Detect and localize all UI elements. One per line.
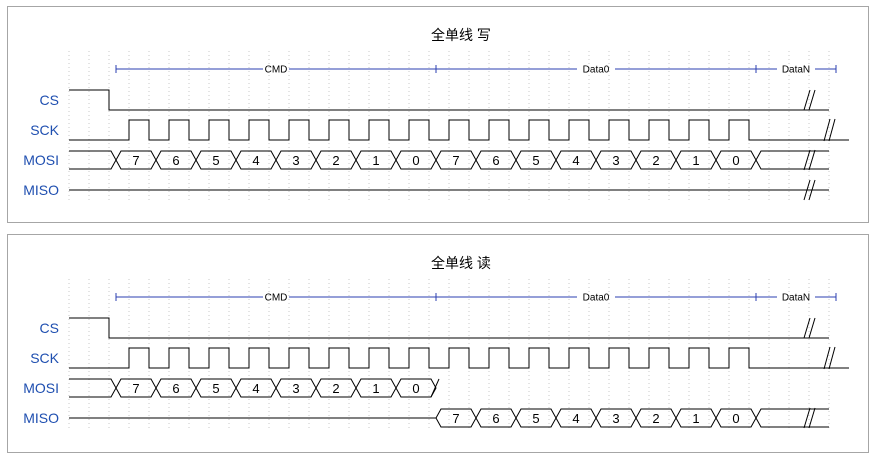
signal-labels: CS SCK MOSI MISO <box>23 320 59 426</box>
break-mark <box>823 118 831 142</box>
cs-waveform <box>69 317 829 339</box>
waveforms: 7 6 5 4 3 2 1 0 7 6 5 4 3 2 1 0 <box>69 89 849 201</box>
mosi-bit-label: 4 <box>252 381 259 396</box>
sck-waveform <box>69 347 849 369</box>
break-mark <box>803 317 811 339</box>
cs-waveform <box>69 89 829 111</box>
miso-bit-label: 2 <box>652 411 659 426</box>
diagram-title: 全单线 写 <box>431 27 491 43</box>
timing-diagram-write: 全单线 写 CMD Data0 DataN CS SCK MOSI MISO 7 6 5 4 3 2… <box>7 6 869 223</box>
mosi-bit-label: 0 <box>412 153 419 168</box>
mosi-bit-label: 4 <box>252 153 259 168</box>
break-mark <box>808 89 816 111</box>
mosi-bit-label: 3 <box>292 153 299 168</box>
mosi-idle <box>69 150 829 170</box>
mosi-bit-label: 3 <box>612 153 619 168</box>
mosi-bit-label: 1 <box>372 381 379 396</box>
break-mark <box>823 346 831 370</box>
signal-label-sck: SCK <box>30 350 59 366</box>
mosi-idle <box>69 378 117 398</box>
break-mark <box>828 346 836 370</box>
segment-label: DataN <box>782 293 810 304</box>
waveform-canvas-read: 全单线 读 CMD Data0 DataN CS SCK MOSI MISO 7 6 5 4 3 2… <box>23 255 849 431</box>
sck-waveform <box>69 119 849 141</box>
mosi-bit-label: 6 <box>172 381 179 396</box>
mosi-bit-label: 2 <box>332 153 339 168</box>
signal-label-sck: SCK <box>30 122 59 138</box>
break-mark <box>808 407 816 429</box>
mosi-bit-label: 1 <box>692 153 699 168</box>
segment-label: CMD <box>265 293 288 304</box>
miso-bit-label: 5 <box>532 411 539 426</box>
mosi-bit-label: 2 <box>332 381 339 396</box>
break-mark <box>808 179 816 201</box>
miso-idle <box>755 408 829 428</box>
mosi-bit-label: 7 <box>452 153 459 168</box>
signal-label-miso: MISO <box>23 182 59 198</box>
break-mark <box>828 118 836 142</box>
mosi-bit-label: 7 <box>132 381 139 396</box>
mosi-bit-label: 5 <box>532 153 539 168</box>
mosi-bit-label: 0 <box>412 381 419 396</box>
segment-bar: CMD Data0 DataN <box>115 293 837 304</box>
mosi-cell <box>395 378 437 398</box>
signal-label-cs: CS <box>40 92 59 108</box>
mosi-bit-label: 2 <box>652 153 659 168</box>
signal-label-cs: CS <box>40 320 59 336</box>
timing-diagram-read: 全单线 读 CMD Data0 DataN CS SCK MOSI MISO 7 6 5 4 3 2… <box>7 234 869 453</box>
segment-bar: CMD Data0 DataN <box>115 65 837 76</box>
break-mark <box>808 317 816 339</box>
break-mark <box>803 149 811 171</box>
segment-label: Data0 <box>583 65 610 76</box>
segment-label: DataN <box>782 65 810 76</box>
mosi-bit-label: 0 <box>732 153 739 168</box>
mosi-bit-label: 4 <box>572 153 579 168</box>
mosi-bit-label: 5 <box>212 153 219 168</box>
signal-labels: CS SCK MOSI MISO <box>23 92 59 198</box>
break-mark <box>803 179 811 201</box>
break-mark <box>803 407 811 429</box>
signal-label-miso: MISO <box>23 410 59 426</box>
signal-label-mosi: MOSI <box>23 380 59 396</box>
mosi-bit-label: 1 <box>372 153 379 168</box>
break-mark <box>808 149 816 171</box>
miso-bit-label: 1 <box>692 411 699 426</box>
mosi-bit-label: 7 <box>132 153 139 168</box>
miso-bit-label: 6 <box>492 411 499 426</box>
segment-label: Data0 <box>583 293 610 304</box>
mosi-bit-label: 5 <box>212 381 219 396</box>
signal-label-mosi: MOSI <box>23 152 59 168</box>
diagram-title: 全单线 读 <box>431 255 491 271</box>
miso-bit-label: 4 <box>572 411 579 426</box>
mosi-tail <box>430 378 440 398</box>
miso-bit-label: 7 <box>452 411 459 426</box>
waveform-canvas-write: 全单线 写 CMD Data0 DataN CS SCK MOSI MISO 7 6 5 4 3 2… <box>23 27 849 203</box>
mosi-bit-label: 6 <box>492 153 499 168</box>
miso-bit-label: 0 <box>732 411 739 426</box>
segment-label: CMD <box>265 65 288 76</box>
mosi-bit-label: 6 <box>172 153 179 168</box>
waveforms: 7 6 5 4 3 2 1 0 7 6 5 4 3 2 1 0 <box>69 317 849 429</box>
mosi-bit-label: 3 <box>292 381 299 396</box>
miso-bit-label: 3 <box>612 411 619 426</box>
break-mark <box>803 89 811 111</box>
